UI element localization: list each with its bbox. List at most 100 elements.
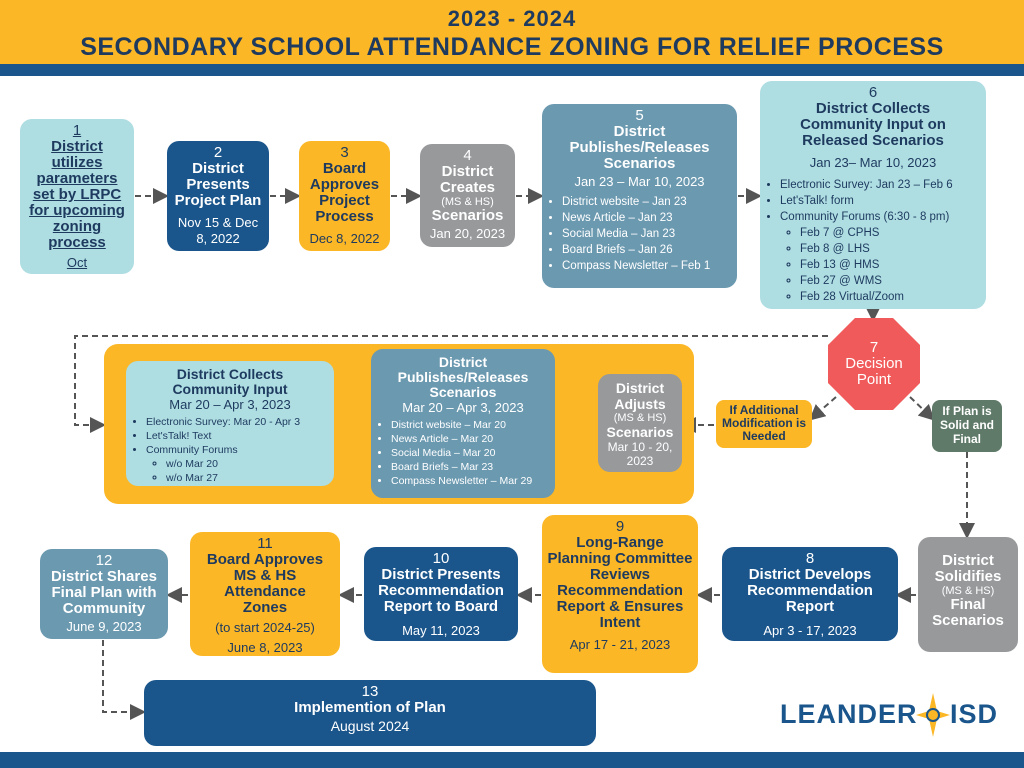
step-4-box: 4 District Creates (MS & HS) Scenarios J… bbox=[420, 144, 515, 247]
step-13-box: 13 Implemention of Plan August 2024 bbox=[144, 680, 596, 746]
step-subtitle: (MS & HS) bbox=[941, 585, 995, 597]
footer-bar bbox=[0, 752, 1024, 768]
recollect-box: District Collects Community Input Mar 20… bbox=[126, 361, 334, 486]
header-divider bbox=[0, 64, 1024, 76]
branch-label: If Plan is Solid and Final bbox=[940, 404, 994, 446]
list-item: Community Forums (6:30 - 8 pm) Feb 7 @ C… bbox=[780, 209, 986, 305]
step-number: 6 bbox=[868, 84, 878, 101]
step-date: Mar 20 – Apr 3, 2023 bbox=[402, 400, 524, 415]
input-list: Electronic Survey: Mar 20 - Apr 3 Let'sT… bbox=[126, 415, 334, 485]
step-title: District Solidifies bbox=[934, 552, 1002, 585]
step-title: Decision Point bbox=[845, 355, 903, 388]
branch-modify-box: If Additional Modification is Needed bbox=[716, 400, 812, 448]
list-item: Board Briefs – Mar 23 bbox=[391, 460, 555, 474]
logo-text-left: LEANDER bbox=[780, 699, 918, 729]
list-item: Compass Newsletter – Mar 29 bbox=[391, 474, 555, 488]
forums-label: Community Forums bbox=[146, 444, 238, 456]
step-title: District Adjusts bbox=[614, 380, 666, 412]
step-title: Long-Range Planning Committee Reviews Re… bbox=[547, 534, 693, 631]
step-title-cont: Scenarios bbox=[431, 207, 504, 224]
list-item: Social Media – Jan 23 bbox=[562, 226, 737, 242]
list-item: Let'sTalk! Text bbox=[146, 429, 334, 443]
list-item: Board Briefs – Jan 26 bbox=[562, 242, 737, 258]
step-title: District utilizes parameters set by LRPC… bbox=[29, 138, 125, 251]
step-8-box: 8 District Develops Recommendation Repor… bbox=[722, 547, 898, 641]
step-date: Apr 17 - 21, 2023 bbox=[569, 637, 671, 652]
step-title: Board Approves MS & HS Attendance Zones bbox=[206, 551, 324, 616]
step-2-box: 2 District Presents Project Plan Nov 15 … bbox=[167, 141, 269, 251]
step-title: District Develops Recommendation Report bbox=[747, 566, 873, 615]
compass-star-icon bbox=[916, 693, 950, 737]
step-number: 9 bbox=[615, 518, 625, 535]
list-item: Compass Newsletter – Feb 1 bbox=[562, 258, 737, 274]
step-12-box: 12 District Shares Final Plan with Commu… bbox=[40, 549, 168, 639]
list-item: Let'sTalk! form bbox=[780, 193, 986, 209]
step-title: Implemention of Plan bbox=[294, 699, 446, 716]
step-11-box: 11 Board Approves MS & HS Attendance Zon… bbox=[190, 532, 340, 656]
step-number: 7 bbox=[869, 339, 879, 356]
step-date: August 2024 bbox=[330, 718, 410, 734]
decision-octagon-icon bbox=[828, 318, 920, 410]
step-number: 1 bbox=[72, 122, 82, 139]
list-item: Electronic Survey: Jan 23 – Feb 6 bbox=[780, 177, 986, 193]
branch-solid-box: If Plan is Solid and Final bbox=[932, 400, 1002, 452]
step-3-box: 3 Board Approves Project Process Dec 8, … bbox=[299, 141, 390, 251]
step-number: 2 bbox=[213, 144, 223, 161]
step-5-box: 5 District Publishes/Releases Scenarios … bbox=[542, 104, 737, 288]
step-date: June 8, 2023 bbox=[227, 640, 303, 655]
step-date: Mar 20 – Apr 3, 2023 bbox=[169, 397, 291, 412]
step-6-box: 6 District Collects Community Input on R… bbox=[760, 81, 986, 309]
step-subtitle: (MS & HS) bbox=[613, 412, 667, 424]
step-title-cont: Scenarios bbox=[606, 424, 674, 440]
step-10-box: 10 District Presents Recommendation Repo… bbox=[364, 547, 518, 641]
step-date: Jan 23 – Mar 10, 2023 bbox=[574, 174, 705, 189]
forum-item: Feb 27 @ WMS bbox=[800, 273, 986, 289]
list-item: Social Media – Mar 20 bbox=[391, 446, 555, 460]
list-item: Community Forums w/o Mar 20 w/o Mar 27 bbox=[146, 443, 334, 485]
forum-item: Feb 8 @ LHS bbox=[800, 241, 986, 257]
forum-item: Feb 7 @ CPHS bbox=[800, 225, 986, 241]
input-list: Electronic Survey: Jan 23 – Feb 6 Let'sT… bbox=[760, 177, 986, 305]
list-item: News Article – Mar 20 bbox=[391, 432, 555, 446]
step-subtitle: (MS & HS) bbox=[441, 196, 494, 208]
list-item: District website – Jan 23 bbox=[562, 194, 737, 210]
forum-list: w/o Mar 20 w/o Mar 27 bbox=[146, 457, 334, 485]
step-title-cont: Final Scenarios bbox=[932, 596, 1004, 629]
step-number: 8 bbox=[805, 550, 815, 567]
step-number: 3 bbox=[340, 144, 349, 161]
step-title: District Collects Community Input bbox=[172, 366, 288, 397]
step-9-box: 9 Long-Range Planning Committee Reviews … bbox=[542, 515, 698, 673]
step-number: 5 bbox=[635, 107, 644, 124]
step-note: (to start 2024-25) bbox=[215, 620, 315, 635]
step-number: 11 bbox=[257, 535, 273, 552]
forum-list: Feb 7 @ CPHS Feb 8 @ LHS Feb 13 @ HMS Fe… bbox=[780, 225, 986, 305]
logo-text-right: ISD bbox=[950, 699, 999, 729]
step-date: Oct bbox=[66, 255, 88, 270]
list-item: News Article – Jan 23 bbox=[562, 210, 737, 226]
list-item: District website – Mar 20 bbox=[391, 418, 555, 432]
step-title: Board Approves Project Process bbox=[309, 160, 380, 225]
step-date: Dec 8, 2022 bbox=[309, 231, 380, 246]
page-year: 2023 - 2024 bbox=[447, 6, 577, 31]
step-date: Mar 10 - 20, 2023 bbox=[607, 440, 673, 468]
header-banner bbox=[0, 0, 1024, 64]
step-date: Jan 20, 2023 bbox=[429, 226, 506, 241]
step-1-box: 1 District utilizes parameters set by LR… bbox=[20, 119, 134, 274]
forums-label: Community Forums (6:30 - 8 pm) bbox=[780, 211, 950, 223]
republish-box: District Publishes/Releases Scenarios Ma… bbox=[371, 349, 555, 498]
step-title: District Creates bbox=[439, 163, 496, 196]
branch-label: If Additional Modification is Needed bbox=[722, 403, 806, 443]
step-title: District Shares Final Plan with Communit… bbox=[51, 568, 157, 617]
step-date: May 11, 2023 bbox=[402, 623, 480, 638]
step-number: 12 bbox=[95, 552, 113, 569]
step-date: June 9, 2023 bbox=[66, 619, 142, 634]
decision-point-label: 7 Decision Point bbox=[828, 340, 920, 388]
step-title: District Publishes/Releases Scenarios bbox=[397, 354, 529, 400]
step-date: Jan 23– Mar 10, 2023 bbox=[809, 155, 937, 170]
channel-list: District website – Jan 23 News Article –… bbox=[542, 194, 737, 274]
step-number: 10 bbox=[432, 550, 450, 567]
step-title: District Collects Community Input on Rel… bbox=[800, 100, 946, 149]
channel-list: District website – Mar 20 News Article –… bbox=[371, 418, 555, 488]
forum-item: w/o Mar 20 bbox=[166, 457, 334, 471]
